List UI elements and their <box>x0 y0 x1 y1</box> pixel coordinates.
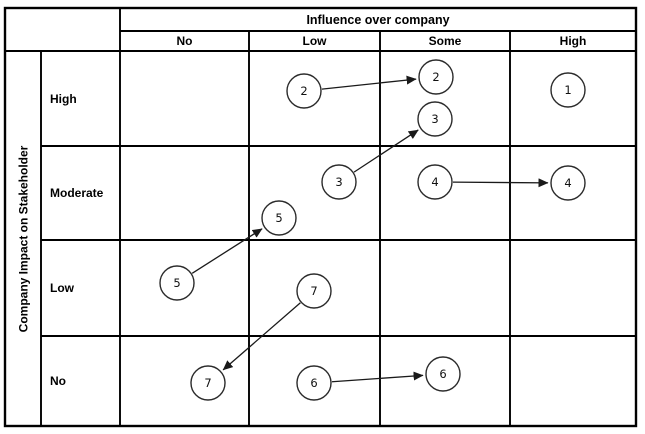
row-header-moderate: Moderate <box>50 186 104 200</box>
stakeholder-node-6-end <box>425 356 461 392</box>
stakeholder-node-label: 2 <box>300 84 307 98</box>
stakeholder-node-label: 6 <box>310 376 317 390</box>
stakeholder-node-label: 1 <box>564 83 571 97</box>
stakeholder-node-label: 7 <box>310 284 317 298</box>
row-header-high: High <box>50 91 77 106</box>
stakeholder-node-label: 6 <box>439 367 446 381</box>
stakeholder-node-1-static <box>550 72 586 108</box>
movement-arrow-2 <box>321 75 417 90</box>
row-axis-title: Company Impact on Stakeholder <box>5 51 41 426</box>
stakeholder-node-4-start <box>417 164 453 200</box>
stakeholder-node-label: 4 <box>431 175 438 189</box>
movement-arrow-3 <box>353 129 419 173</box>
stakeholder-node-7-start <box>296 273 332 309</box>
stakeholder-node-5-end <box>261 200 297 236</box>
stakeholder-node-5-start <box>159 265 195 301</box>
column-axis-title: Influence over company <box>306 12 450 27</box>
row-header-no: No <box>50 374 66 388</box>
movement-arrow-6 <box>331 371 424 383</box>
row-axis-title-text: Company Impact on Stakeholder <box>16 145 31 332</box>
stakeholder-node-label: 5 <box>173 276 180 290</box>
col-header-high: High <box>559 34 587 48</box>
movement-arrow-7 <box>222 302 301 371</box>
stakeholder-node-label: 4 <box>564 176 571 190</box>
matrix-outer-border <box>3 6 638 428</box>
stakeholder-node-7-end <box>190 365 226 401</box>
stakeholder-node-3-start <box>321 164 357 200</box>
row-header-low: Low <box>50 281 74 295</box>
movement-arrow-4 <box>452 178 549 188</box>
stakeholder-node-4-end <box>550 165 586 201</box>
stakeholder-node-label: 7 <box>204 376 211 390</box>
stakeholder-node-label: 3 <box>431 112 438 126</box>
stakeholder-node-label: 2 <box>432 70 439 84</box>
stakeholder-node-3-end <box>417 101 453 137</box>
col-header-no: No <box>176 34 193 48</box>
stakeholder-node-label: 5 <box>275 211 282 225</box>
col-header-some: Some <box>428 34 462 48</box>
stakeholder-node-2-start <box>286 73 322 109</box>
stakeholder-node-6-start <box>296 365 332 401</box>
col-header-low: Low <box>302 34 327 48</box>
movement-arrow-5 <box>191 228 263 274</box>
stakeholder-node-label: 3 <box>335 175 342 189</box>
stakeholder-node-2-end <box>418 59 454 95</box>
